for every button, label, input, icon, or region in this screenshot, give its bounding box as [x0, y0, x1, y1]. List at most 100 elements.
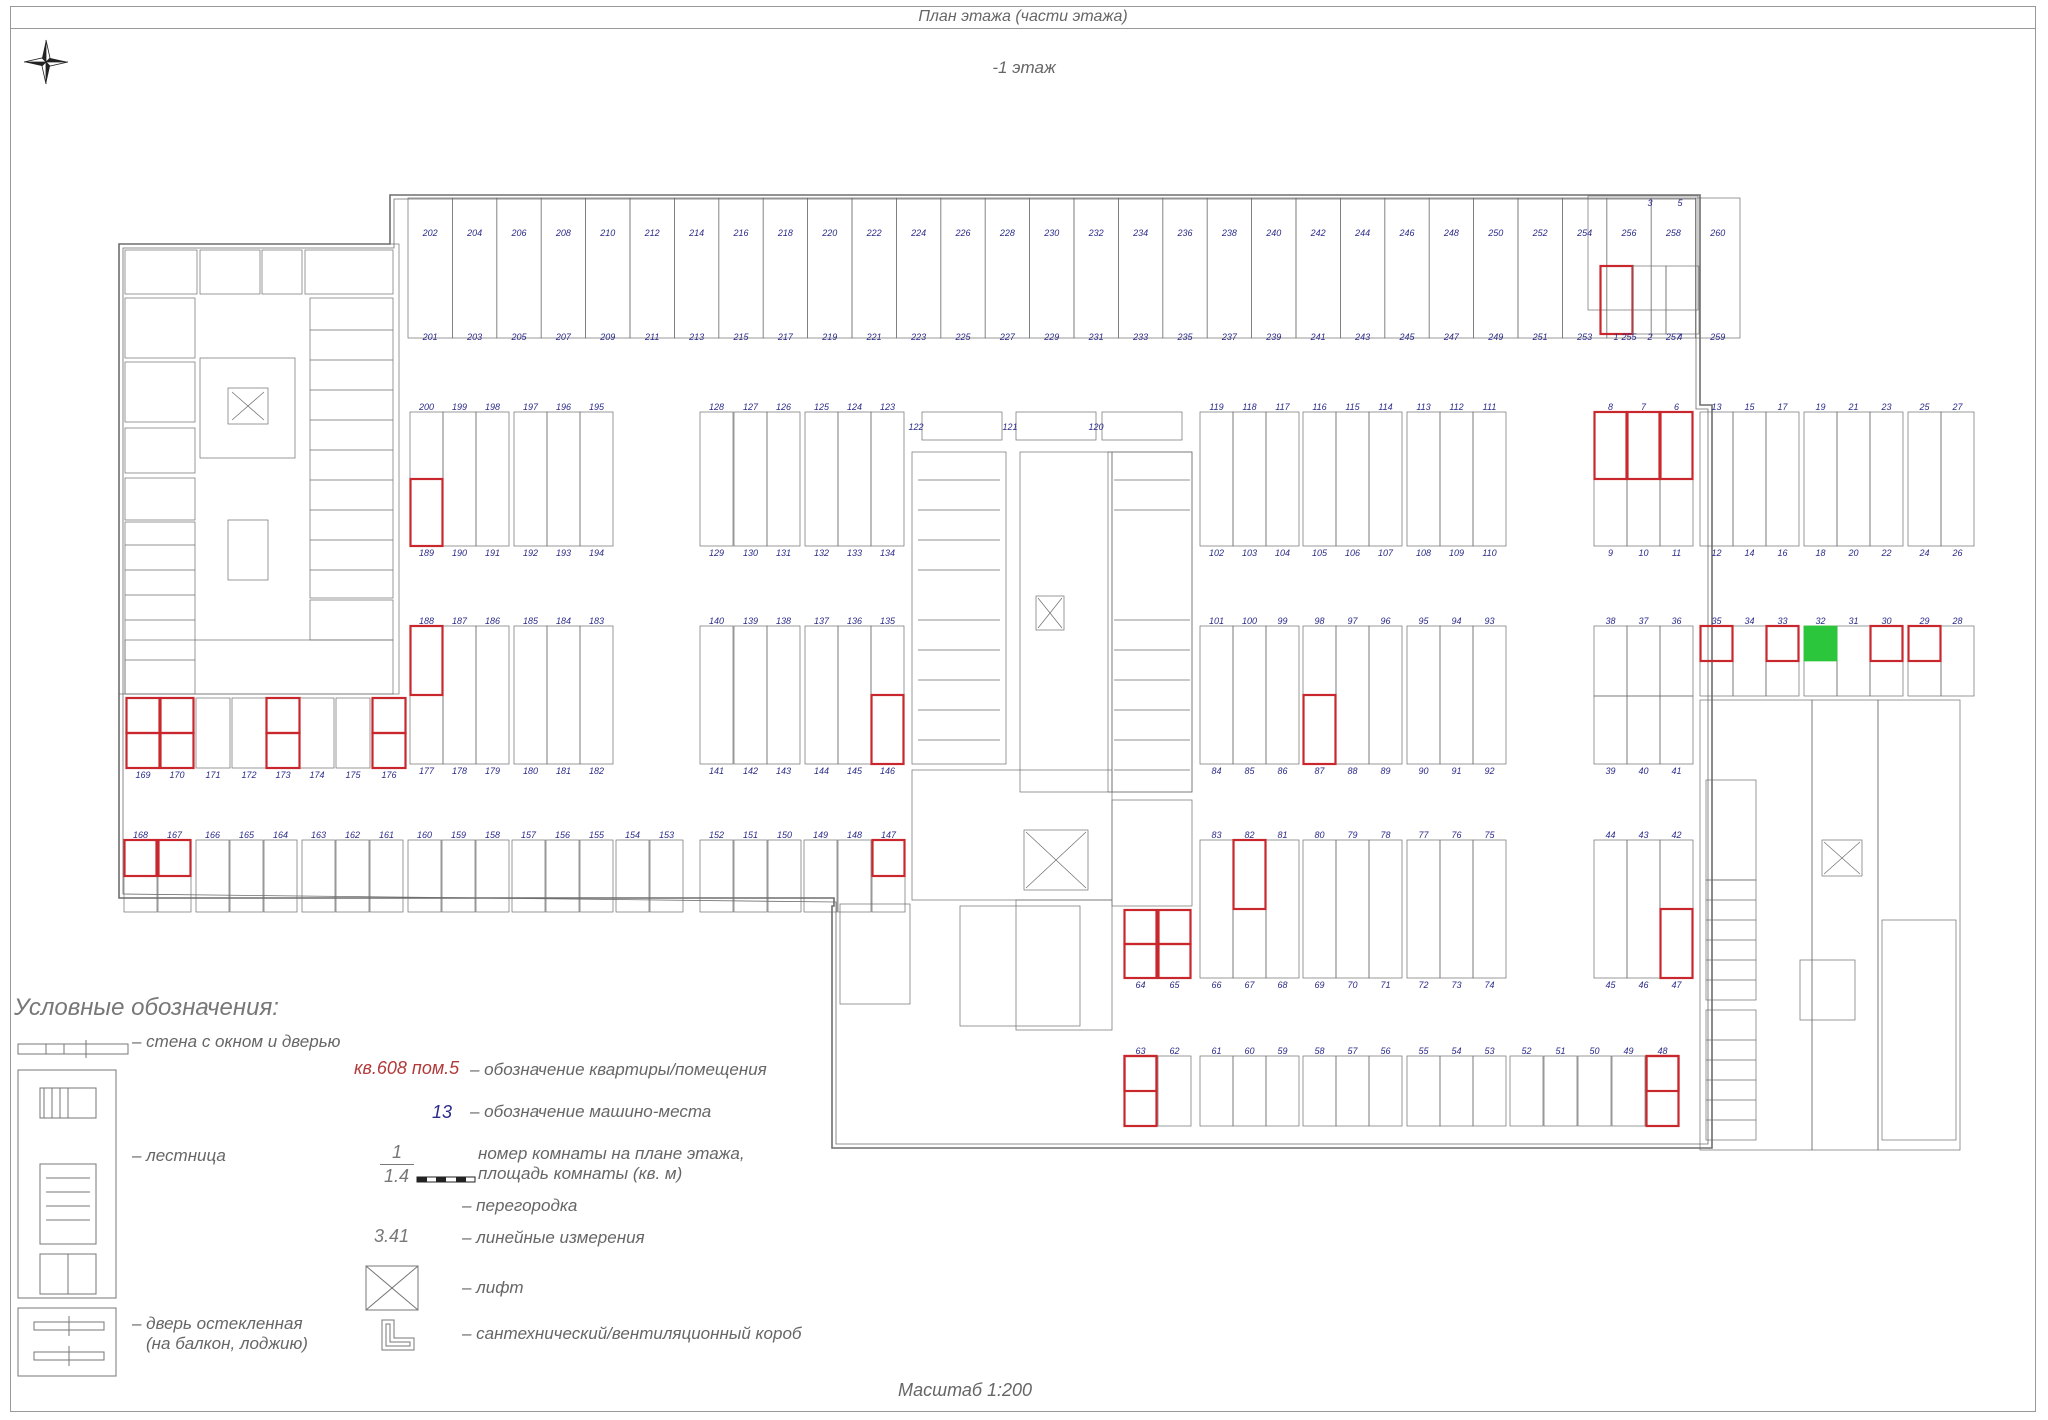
selected-parking-outline	[159, 731, 195, 770]
parking-place-number: 5	[1677, 198, 1683, 208]
parking-place-number: 217	[777, 332, 794, 342]
parking-place-number: 64	[1135, 980, 1145, 990]
parking-place-number: 155	[589, 830, 605, 840]
parking-spot	[1015, 411, 1097, 441]
legend-glazed-door-note: (на балкон, лоджию)	[146, 1334, 308, 1353]
parking-place-number: 136	[847, 616, 862, 626]
parking-spot	[837, 839, 872, 913]
parking-place-number: 252	[1532, 228, 1548, 238]
parking-place-number: 226	[954, 228, 970, 238]
parking-spot	[1162, 197, 1208, 339]
parking-spot	[1593, 839, 1628, 979]
parking-place-number: 12	[1711, 548, 1721, 558]
parking-place-number: 20	[1847, 548, 1858, 558]
parking-place-number: 202	[422, 228, 438, 238]
parking-place-number: 188	[419, 616, 434, 626]
parking-place-number: 93	[1484, 616, 1494, 626]
parking-place-number: 2	[1646, 332, 1652, 342]
parking-place-number: 220	[821, 228, 837, 238]
parking-place-number: 72	[1418, 980, 1428, 990]
parking-place-number: 33	[1777, 616, 1787, 626]
parking-place-number: 189	[419, 548, 434, 558]
parking-spot	[733, 411, 768, 547]
parking-spot	[804, 411, 839, 547]
parking-place-number: 237	[1221, 332, 1238, 342]
parking-place-number: 36	[1671, 616, 1681, 626]
parking-place-number: 62	[1169, 1046, 1179, 1056]
selected-parking-outline	[1123, 942, 1158, 980]
parking-place-number: 169	[135, 770, 150, 780]
legend-room-number-sample: 1	[392, 1142, 403, 1162]
parking-place-number: 53	[1484, 1046, 1494, 1056]
parking-spot	[407, 197, 453, 339]
parking-place-number: 142	[743, 766, 758, 776]
parking-spot	[1199, 839, 1234, 979]
parking-spot	[804, 625, 839, 765]
selected-parking-outline	[1123, 1054, 1158, 1093]
parking-place-number: 162	[345, 830, 360, 840]
legend-title: Условные обозначения:	[14, 994, 279, 1021]
parking-place-number: 47	[1671, 980, 1682, 990]
parking-place-number: 44	[1605, 830, 1615, 840]
parking-spot	[1472, 1055, 1507, 1127]
parking-spot	[1439, 625, 1474, 765]
parking-place-number: 88	[1347, 766, 1357, 776]
parking-spot	[1232, 625, 1267, 765]
parking-place-number: 179	[485, 766, 500, 776]
parking-place-number: 214	[688, 228, 704, 238]
parking-place-number: 242	[1310, 228, 1326, 238]
selected-parking-outline	[1907, 624, 1942, 663]
parking-place-number: 61	[1211, 1046, 1221, 1056]
parking-place-number: 80	[1314, 830, 1324, 840]
parking-place-number: 45	[1605, 980, 1616, 990]
parking-place-number: 168	[133, 830, 148, 840]
parking-spot	[1836, 625, 1871, 697]
parking-spot	[1650, 197, 1696, 339]
legend-stairs: – лестница	[132, 1146, 226, 1165]
legend-duct: – сантехнический/вентиляционный короб	[462, 1324, 802, 1343]
parking-place-number: 48	[1657, 1046, 1667, 1056]
parking-place-number: 137	[814, 616, 830, 626]
parking-spot	[475, 625, 510, 765]
parking-place-number: 104	[1275, 548, 1290, 558]
parking-spot	[1384, 197, 1430, 339]
selected-parking-outline	[409, 477, 444, 548]
parking-place-number: 123	[880, 402, 895, 412]
parking-place-number: 55	[1418, 1046, 1429, 1056]
parking-spot	[1295, 197, 1341, 339]
parking-place-number: 54	[1451, 1046, 1461, 1056]
parking-spot	[511, 839, 546, 913]
parking-place-number: 140	[709, 616, 724, 626]
parking-place-number: 121	[1002, 422, 1017, 432]
parking-place-number: 19	[1815, 402, 1825, 412]
parking-place-number: 87	[1314, 766, 1325, 776]
parking-spot	[1473, 197, 1519, 339]
parking-place-number: 26	[1951, 548, 1962, 558]
parking-spot	[803, 839, 838, 913]
parking-spot	[335, 697, 371, 769]
parking-place-number: 239	[1265, 332, 1281, 342]
parking-place-number: 86	[1277, 766, 1287, 776]
parking-spot	[1611, 1055, 1646, 1127]
parking-place-number: 194	[589, 548, 604, 558]
parking-spot	[1406, 411, 1441, 547]
scale-label: Масштаб 1:200	[897, 1380, 1033, 1400]
parking-place-number: 244	[1354, 228, 1370, 238]
parking-spot	[1232, 411, 1267, 547]
parking-spot	[369, 839, 404, 913]
parking-place-number: 37	[1638, 616, 1649, 626]
parking-place-number: 138	[776, 616, 791, 626]
parking-place-number: 210	[599, 228, 615, 238]
parking-spot	[513, 411, 548, 547]
selected-parking-outline	[1869, 624, 1904, 663]
parking-spot	[1509, 1055, 1544, 1127]
parking-place-number: 41	[1671, 766, 1681, 776]
parking-spot	[1265, 1055, 1300, 1127]
parking-place-number: 215	[732, 332, 749, 342]
parking-place-number: 34	[1744, 616, 1754, 626]
parking-spots	[123, 197, 1975, 1128]
parking-place-number: 68	[1277, 980, 1287, 990]
parking-spot	[767, 839, 802, 913]
parking-spot	[766, 625, 801, 765]
